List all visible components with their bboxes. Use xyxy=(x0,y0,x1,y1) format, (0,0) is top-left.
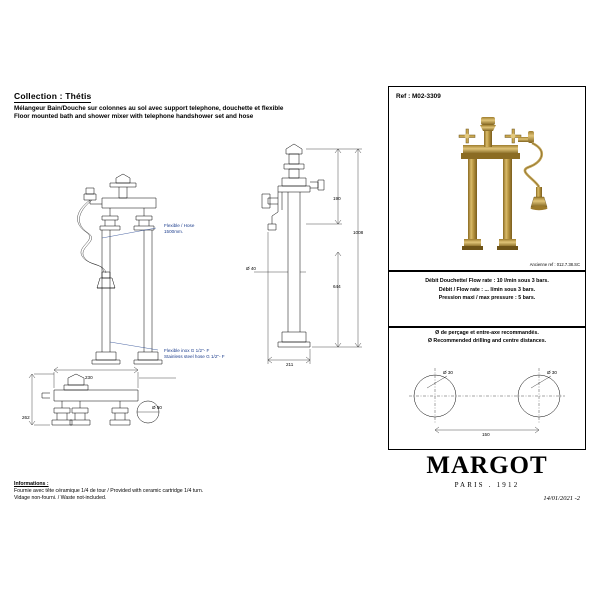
side-dimensions xyxy=(254,148,362,364)
dim-label-190-top: 190 xyxy=(333,196,341,201)
dim-label-230: 230 xyxy=(85,375,93,380)
callout-hose-line1: Flexible / Hose xyxy=(164,223,195,228)
callout-inox-hose: Flexible inox G 1/2"- F Stainless steel … xyxy=(164,348,264,360)
drilling-note: Ø de perçage et entre-axe recommandés. Ø… xyxy=(389,330,585,346)
dim-label-d80: Ø 80 xyxy=(152,405,162,410)
callout-hose-line2: 1500mm. xyxy=(164,229,184,235)
dim-label-262: 262 xyxy=(22,415,30,420)
brand-block: MARGOT PARIS . 1912 14/01/2021 -2 xyxy=(388,452,586,502)
dim-label-1008: 1008 xyxy=(353,230,364,235)
brand-date: 14/01/2021 -2 xyxy=(543,495,580,502)
dim-label-150: 150 xyxy=(482,432,490,437)
callout-inox-line2: Stainless steel hose G 1/2"- F xyxy=(164,354,225,360)
description-fr: Mélangeur Bain/Douche sur colonnes au so… xyxy=(14,105,284,112)
specs-list: Débit Douchette/ Flow rate : 10 l/min so… xyxy=(389,277,585,303)
photo-panel: Ref : M02-3309 xyxy=(388,86,586,271)
technical-drawings xyxy=(28,143,362,426)
drilling-panel: Ø de perçage et entre-axe recommandés. Ø… xyxy=(388,327,586,450)
informations-block: Informations : Fournie avec tête céramiq… xyxy=(14,481,214,502)
callout-leaders xyxy=(101,227,159,351)
callout-inox-line1: Flexible inox G 1/2"- F xyxy=(164,348,210,353)
spec-line-3: Pression maxi / max pressure : 5 bars. xyxy=(438,295,536,302)
dim-label-211: 211 xyxy=(286,362,294,367)
description-en: Floor mounted bath and shower mixer with… xyxy=(14,112,254,120)
drilling-line-2: Ø Recommended drilling and centre distan… xyxy=(427,337,547,344)
title-block: Collection : Thétis Mélangeur Bain/Douch… xyxy=(14,86,366,121)
dim-label-d30-left: Ø 30 xyxy=(443,370,453,375)
brand-subtitle: PARIS . 1912 xyxy=(454,481,520,489)
front-view xyxy=(77,173,163,365)
dim-label-d30-right: Ø 30 xyxy=(547,370,557,375)
spec-line-2: Débit / Flow rate : ... l/min sous 3 bar… xyxy=(438,286,536,293)
dim-label-644: 644 xyxy=(333,284,341,289)
specs-panel: Débit Douchette/ Flow rate : 10 l/min so… xyxy=(388,271,586,327)
product-photo xyxy=(458,117,548,250)
spec-line-1: Débit Douchette/ Flow rate : 10 l/min so… xyxy=(425,278,549,284)
informations-line-1: Fournie avec tête céramique 1/4 de tour … xyxy=(14,487,204,494)
drilling-line-1: Ø de perçage et entre-axe recommandés. xyxy=(435,330,539,336)
bottom-front-view xyxy=(28,366,160,426)
drilling-diagram xyxy=(409,368,565,434)
ancienne-ref: Ancienne ref : 012.7.38.SC xyxy=(529,262,580,267)
informations-label: Informations : xyxy=(14,481,49,487)
collection-title: Collection : Thétis xyxy=(14,91,92,103)
callout-hose: Flexible / Hose 1500mm. xyxy=(164,223,234,235)
brand-name: MARGOT xyxy=(426,452,548,479)
side-view xyxy=(261,143,325,348)
dim-label-d40: Ø 40 xyxy=(246,266,256,271)
reference-label: Ref : M02-3309 xyxy=(396,93,441,100)
informations-line-2: Vidage non-fourni. / Waste not-included. xyxy=(14,494,107,501)
